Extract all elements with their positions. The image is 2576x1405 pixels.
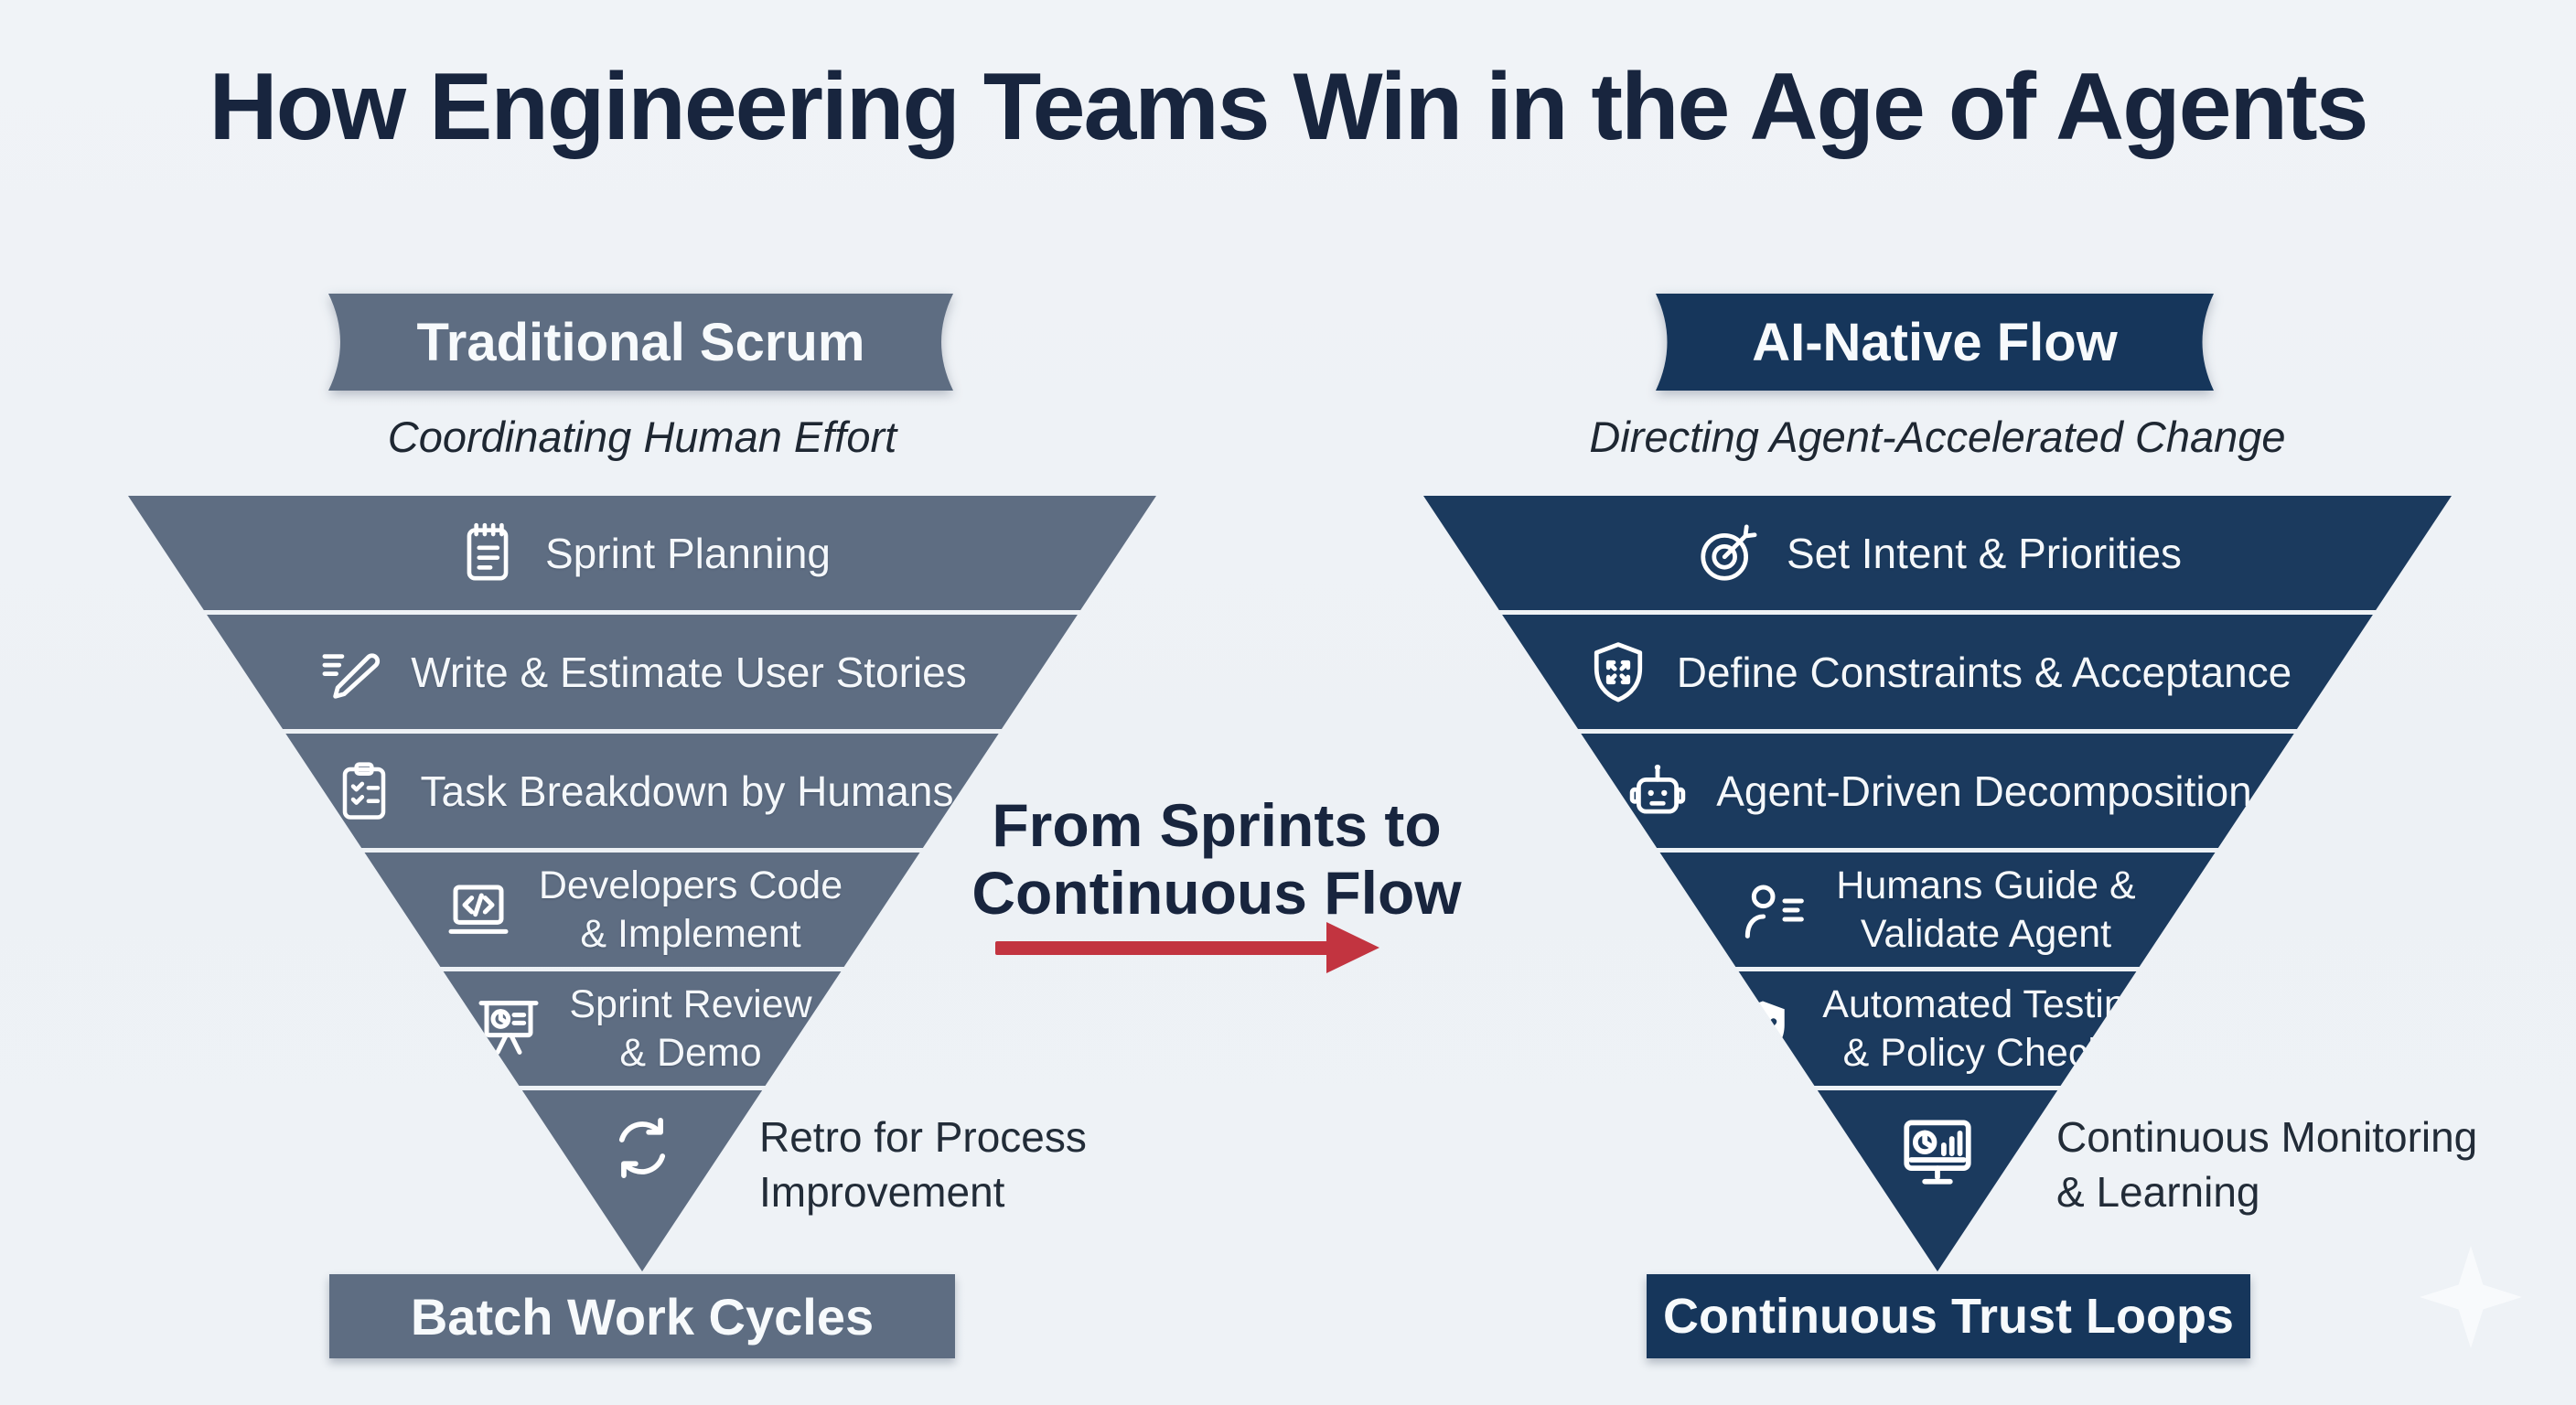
row-label: Humans Guide & Validate Agent [1836,863,2136,956]
left-funnel-row-sprint-planning: Sprint Planning [128,496,1156,610]
row-label: Developers Code & Implement [538,863,843,956]
right-funnel-row-agent-decomposition: Agent-Driven Decomposition [1581,734,2294,848]
row-label: Sprint Review & Demo [569,982,812,1075]
checklist-clipboard-icon [331,758,397,824]
shield-check-icon [1739,993,1799,1065]
sparkle-icon [2420,1246,2522,1348]
right-funnel-row-humans-guide: Humans Guide & Validate Agent [1659,853,2216,967]
page-title: How Engineering Teams Win in the Age of … [209,54,2369,160]
row-label: Agent-Driven Decomposition [1716,767,2252,815]
left-funnel-row-sprint-review: Sprint Review & Demo [443,971,842,1086]
left-banner-ribbon: Traditional Scrum [328,294,953,391]
presentation-icon [472,992,545,1066]
write-pencil-icon [317,638,387,707]
right-subtitle: Directing Agent-Accelerated Change [1589,413,2286,461]
robot-icon [1623,756,1692,826]
row-label: Task Breakdown by Humans [420,767,954,815]
laptop-code-icon [442,874,515,947]
right-tip-label: Continuous Monitoring & Learning [2056,1113,2478,1216]
row-label: Sprint Planning [545,529,831,577]
arrow-shaft [995,941,1330,955]
ribbon-shape [328,294,953,391]
left-funnel-row-task-breakdown: Task Breakdown by Humans [285,734,999,848]
ribbon-shape [1656,294,2214,391]
left-funnel-row-developers-code: Developers Code & Implement [364,853,920,967]
row-label: Write & Estimate User Stories [411,648,967,696]
notepad-icon [454,520,521,587]
arrow-head [1326,922,1379,973]
transition-caption: From Sprints to Continuous Flow [971,791,1462,927]
monitor-chart-icon [1895,1109,1980,1193]
row-label: Set Intent & Priorities [1786,529,2183,577]
right-funnel-row-automated-testing: Automated Testing & Policy Checks [1738,971,2148,1086]
left-subtitle: Coordinating Human Effort [387,413,897,461]
person-checklist-icon [1739,874,1812,947]
right-arrow-icon [995,922,1379,973]
right-funnel-row-define-constraints: Define Constraints & Acceptance [1502,615,2373,729]
right-banner-title: AI-Native Flow [1752,312,2118,372]
right-funnel-row-set-intent: Set Intent & Priorities [1423,496,2452,610]
left-funnel-row-user-stories: Write & Estimate User Stories [207,615,1078,729]
right-banner-ribbon: AI-Native Flow [1656,294,2214,391]
right-footer-bar: Continuous Trust Loops [1647,1274,2250,1358]
left-banner-title: Traditional Scrum [416,312,865,372]
left-footer-bar: Batch Work Cycles [329,1274,955,1358]
row-label: Automated Testing & Policy Checks [1822,982,2148,1075]
refresh-cycle-icon [603,1109,682,1187]
row-label: Define Constraints & Acceptance [1676,648,2292,696]
left-tip-label: Retro for Process Improvement [759,1113,1087,1216]
shield-arrows-icon [1583,638,1653,707]
target-arrow-icon [1693,519,1763,588]
